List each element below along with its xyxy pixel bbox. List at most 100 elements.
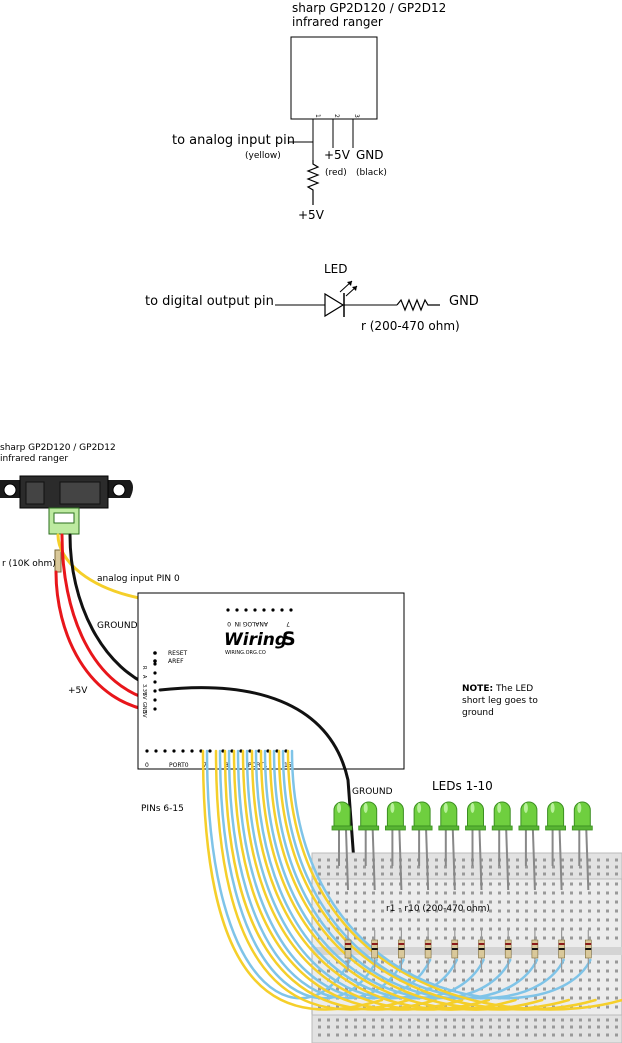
led-highlight bbox=[443, 803, 448, 813]
breadboard-hole bbox=[615, 872, 618, 876]
ranger-emitter bbox=[25, 481, 45, 505]
breadboard-hole bbox=[480, 1025, 483, 1029]
breadboard-hole bbox=[381, 865, 384, 869]
breadboard-hole bbox=[597, 872, 600, 876]
breadboard-hole bbox=[543, 987, 546, 991]
breadboard-hole bbox=[318, 927, 321, 931]
breadboard-hole bbox=[480, 969, 483, 973]
breadboard-hole bbox=[579, 1033, 582, 1037]
breadboard-hole bbox=[354, 936, 357, 940]
breadboard-hole bbox=[390, 918, 393, 922]
breadboard-hole bbox=[336, 865, 339, 869]
bb-ranger-title-line1: sharp GP2D120 / GP2D12 bbox=[0, 443, 116, 453]
breadboard-hole bbox=[345, 969, 348, 973]
ranger-receiver bbox=[59, 481, 101, 505]
breadboard-hole bbox=[552, 872, 555, 876]
led-body bbox=[520, 801, 538, 827]
breadboard-hole bbox=[561, 1018, 564, 1022]
led-highlight bbox=[470, 803, 475, 813]
breadboard-hole bbox=[597, 927, 600, 931]
wiring-logo: Wiring bbox=[224, 630, 287, 650]
breadboard-hole bbox=[498, 969, 501, 973]
breadboard-hole bbox=[516, 891, 519, 895]
reset-pin bbox=[153, 651, 157, 655]
breadboard-hole bbox=[525, 891, 528, 895]
breadboard-hole bbox=[426, 969, 429, 973]
breadboard-hole bbox=[570, 927, 573, 931]
breadboard-hole bbox=[507, 891, 510, 895]
digital-wires bbox=[201, 749, 622, 1011]
breadboard-hole bbox=[579, 858, 582, 862]
breadboard-hole bbox=[462, 987, 465, 991]
breadboard-hole bbox=[372, 918, 375, 922]
breadboard-hole bbox=[327, 865, 330, 869]
led-leg-long bbox=[558, 829, 563, 891]
resistor-band bbox=[425, 943, 432, 945]
breadboard-hole bbox=[390, 936, 393, 940]
breadboard-hole bbox=[435, 909, 438, 913]
breadboard-hole bbox=[507, 1025, 510, 1029]
breadboard-hole bbox=[318, 1025, 321, 1029]
breadboard-hole bbox=[597, 996, 600, 1000]
breadboard-hole bbox=[444, 909, 447, 913]
gnd-label: GND bbox=[356, 148, 384, 162]
breadboard-hole bbox=[561, 882, 564, 886]
breadboard-hole bbox=[336, 872, 339, 876]
led-highlight bbox=[417, 803, 422, 813]
breadboard-hole bbox=[588, 996, 591, 1000]
led-resistors bbox=[344, 930, 592, 970]
breadboard-hole bbox=[516, 882, 519, 886]
breadboard-hole bbox=[381, 882, 384, 886]
breadboard-hole bbox=[615, 882, 618, 886]
breadboard-hole bbox=[336, 882, 339, 886]
digital-wire-blue bbox=[272, 749, 539, 1000]
bb-resistor-label: r (10K ohm) bbox=[2, 559, 56, 569]
breadboard-hole bbox=[588, 872, 591, 876]
breadboard-hole bbox=[579, 918, 582, 922]
breadboard-hole bbox=[543, 1018, 546, 1022]
digital-pin bbox=[145, 749, 149, 753]
breadboard-hole bbox=[597, 1005, 600, 1009]
breadboard-hole bbox=[588, 858, 591, 862]
breadboard-hole bbox=[615, 1033, 618, 1037]
breadboard-hole bbox=[390, 969, 393, 973]
breadboard-hole bbox=[318, 978, 321, 982]
breadboard-hole bbox=[561, 858, 564, 862]
breadboard-hole bbox=[597, 858, 600, 862]
led-leg-long bbox=[478, 829, 483, 891]
breadboard-hole bbox=[327, 1025, 330, 1029]
breadboard-hole bbox=[363, 872, 366, 876]
breadboard-hole bbox=[435, 900, 438, 904]
breadboard-hole bbox=[507, 978, 510, 982]
breadboard-hole bbox=[345, 927, 348, 931]
breadboard-hole bbox=[498, 1033, 501, 1037]
breadboard-hole bbox=[534, 858, 537, 862]
breadboard-hole bbox=[588, 978, 591, 982]
breadboard-hole bbox=[318, 1018, 321, 1022]
breadboard-hole bbox=[390, 1025, 393, 1029]
breadboard-hole bbox=[417, 969, 420, 973]
breadboard bbox=[311, 852, 622, 1043]
resistors-label: r1 - r10 (200-470 ohm) bbox=[386, 904, 490, 914]
breadboard-hole bbox=[345, 882, 348, 886]
breadboard-hole bbox=[444, 1033, 447, 1037]
breadboard-hole bbox=[417, 927, 420, 931]
breadboard-hole bbox=[570, 872, 573, 876]
breadboard-hole bbox=[408, 1025, 411, 1029]
breadboard-hole bbox=[543, 858, 546, 862]
breadboard-hole bbox=[363, 882, 366, 886]
breadboard-hole bbox=[318, 960, 321, 964]
breadboard-hole bbox=[498, 891, 501, 895]
breadboard-hole bbox=[390, 909, 393, 913]
digital-wire-blue bbox=[254, 749, 485, 1000]
breadboard-hole bbox=[588, 936, 591, 940]
breadboard-hole bbox=[363, 909, 366, 913]
note-line3: ground bbox=[462, 708, 494, 718]
gnd-color-label: (black) bbox=[356, 168, 387, 178]
breadboard-hole bbox=[372, 900, 375, 904]
breadboard-hole bbox=[534, 927, 537, 931]
breadboard-hole bbox=[471, 1025, 474, 1029]
led-highlight bbox=[337, 803, 341, 813]
leds-label: LEDs 1-10 bbox=[432, 779, 493, 793]
resistor-band bbox=[345, 943, 351, 945]
